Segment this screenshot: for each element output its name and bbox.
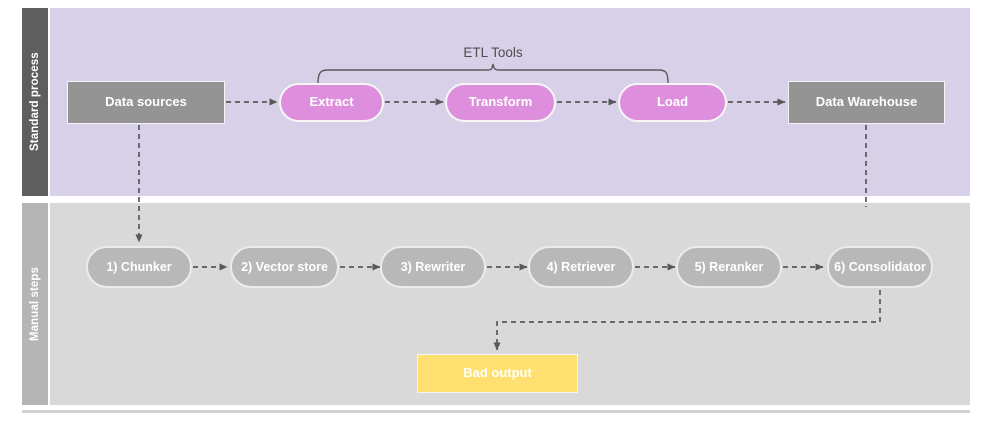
node-vector-store[interactable]: 2) Vector store <box>230 246 339 288</box>
bottom-rule <box>22 410 970 413</box>
node-chunker[interactable]: 1) Chunker <box>86 246 192 288</box>
etl-tools-label: ETL Tools <box>463 45 523 60</box>
lane-standard-sidebar <box>22 8 48 196</box>
node-load[interactable]: Load <box>618 83 727 122</box>
lane-manual-sidebar <box>22 203 48 405</box>
etl-tools-brace <box>317 63 669 84</box>
lane-label-standard-process: Standard process <box>29 52 41 152</box>
node-reranker[interactable]: 5) Reranker <box>676 246 782 288</box>
node-rewriter[interactable]: 3) Rewriter <box>380 246 486 288</box>
node-retriever[interactable]: 4) Retriever <box>528 246 634 288</box>
node-bad-output[interactable]: Bad output <box>417 354 578 393</box>
node-data-sources[interactable]: Data sources <box>67 81 225 124</box>
node-transform[interactable]: Transform <box>445 83 556 122</box>
node-extract[interactable]: Extract <box>279 83 384 122</box>
lane-label-manual-steps: Manual steps <box>29 266 41 342</box>
node-consolidator[interactable]: 6) Consolidator <box>827 246 933 288</box>
node-data-warehouse[interactable]: Data Warehouse <box>788 81 945 124</box>
